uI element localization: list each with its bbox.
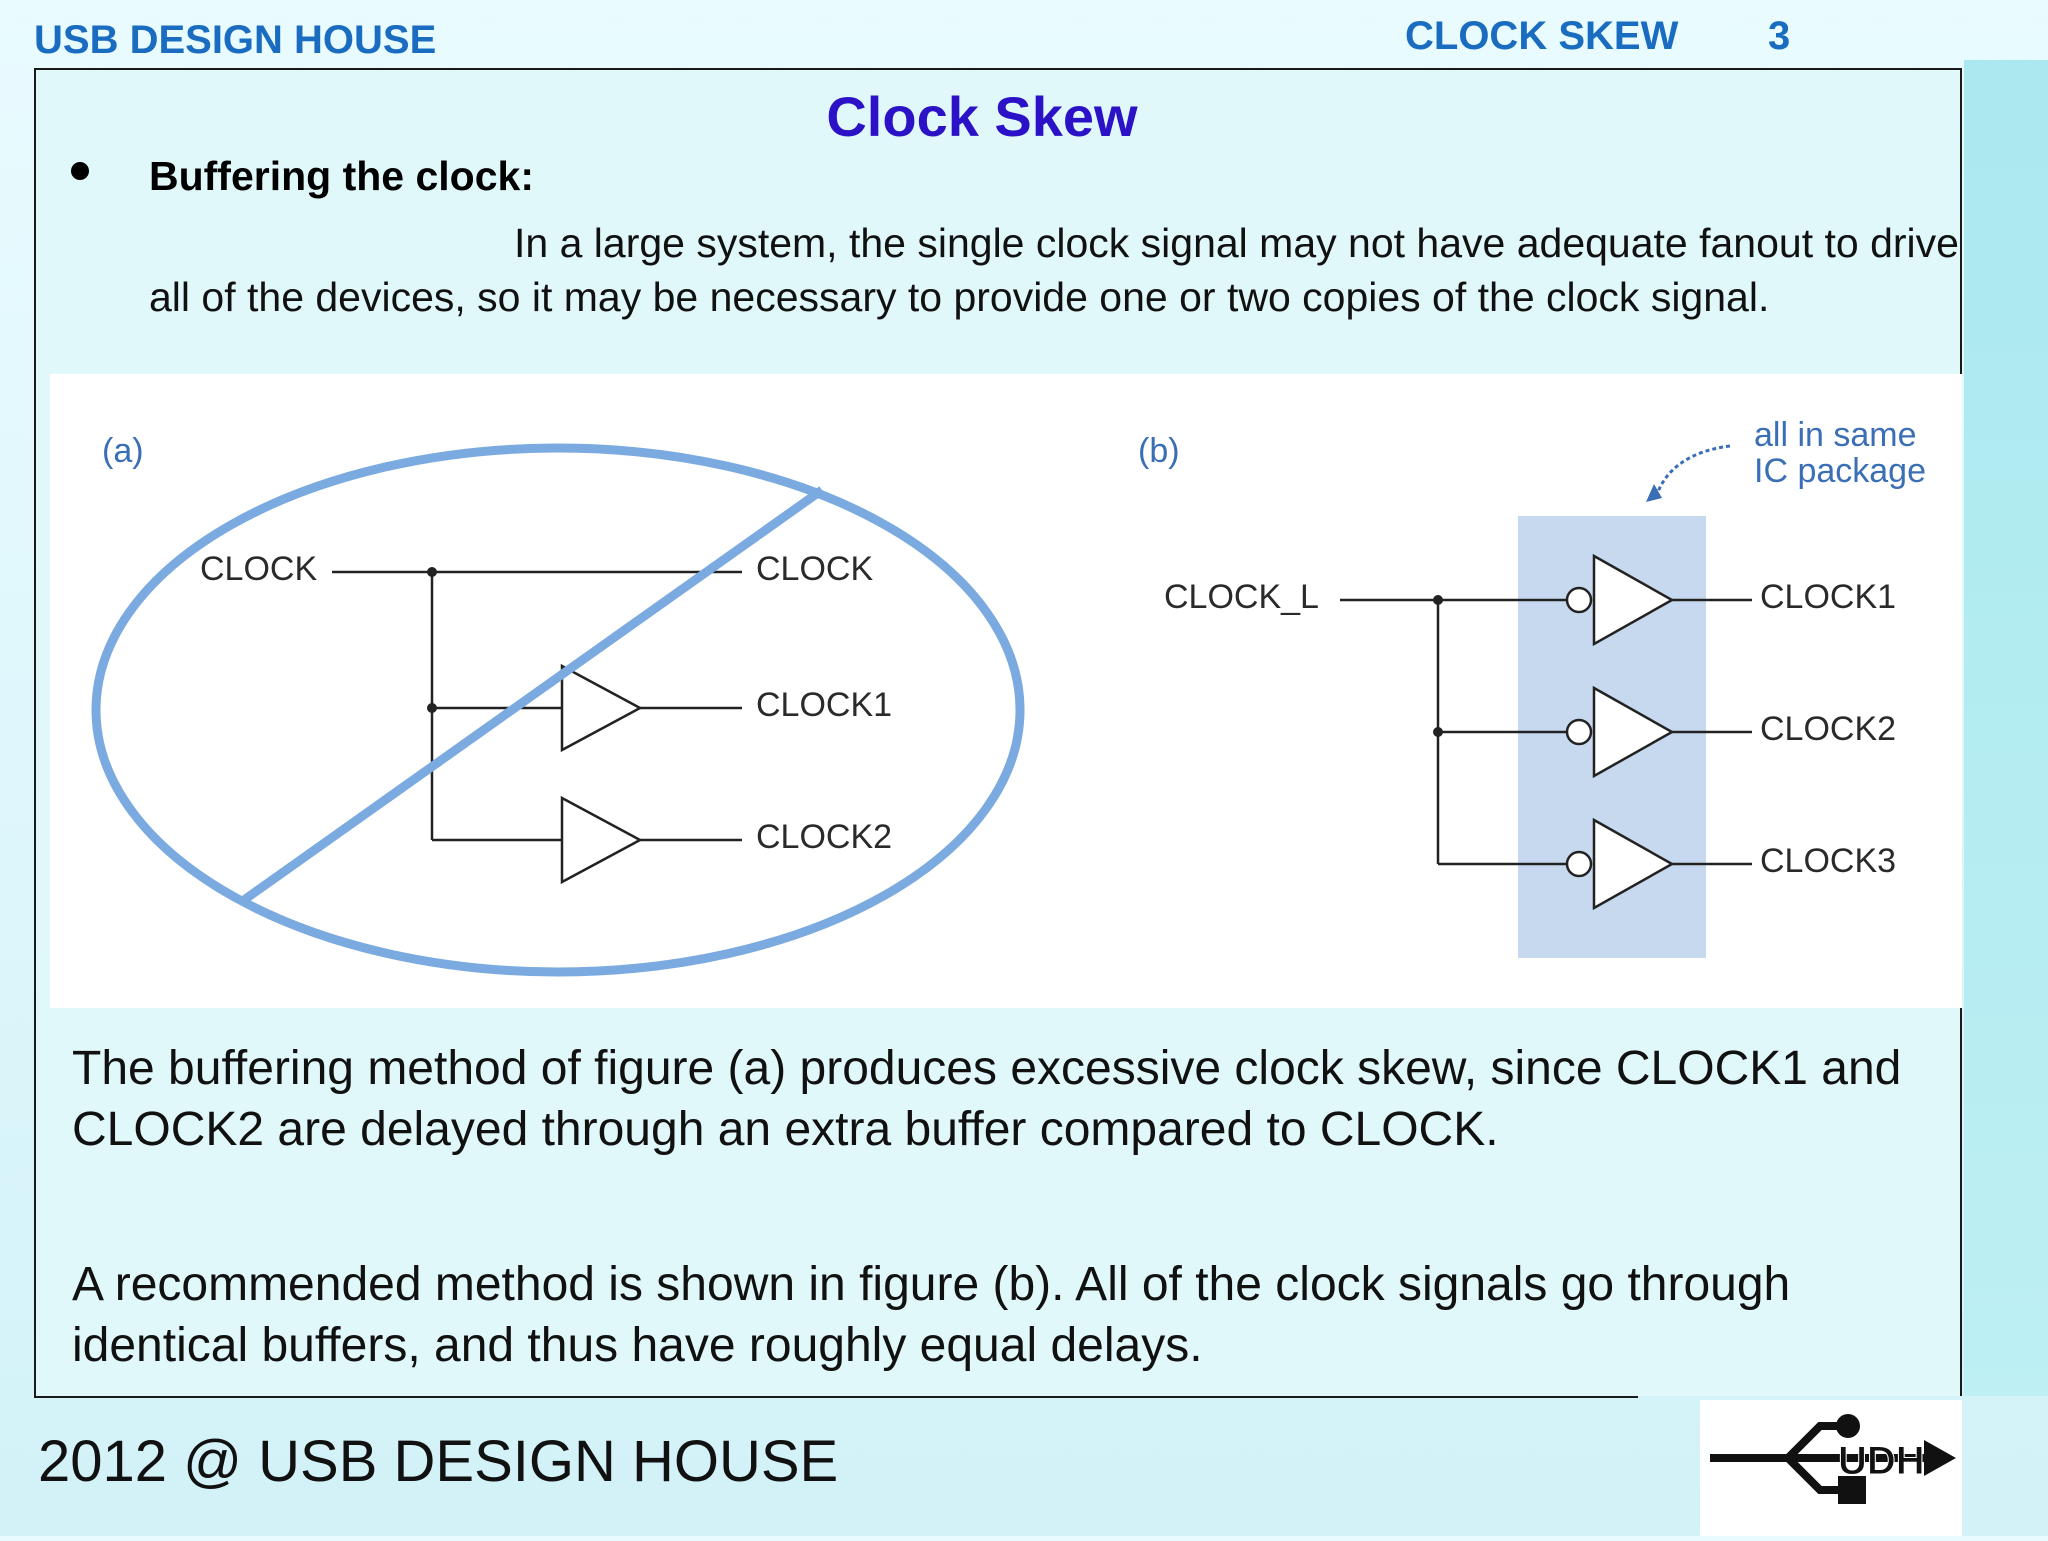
inverting-buffer-icon [1592,685,1675,779]
inversion-bubble-icon [1565,850,1593,878]
inversion-bubble-icon [1565,718,1593,746]
buffer-icon [560,795,643,885]
figure-a-wiring [332,570,742,842]
header-topic: CLOCK SKEW [1405,14,1679,58]
junction-dot [1433,727,1443,737]
prohibition-ellipse [91,443,1025,977]
header-org: USB DESIGN HOUSE [34,18,437,62]
footer-copyright: 2012 @ USB DESIGN HOUSE [38,1429,839,1494]
figure-b-output-clock2: CLOCK2 [1760,710,1896,748]
prohibition-slash [241,486,825,904]
inverting-buffer-icon [1592,817,1675,911]
figure-b: (b) all in same IC package CLOCK_L [1138,416,1926,958]
figure-a-input-label: CLOCK [200,550,317,588]
figure-a-label: (a) [102,432,144,470]
svg-text:UDH: UDH [1838,1439,1925,1483]
clock-buffering-figure: (a) CLOCK CLOCK CLOCK1 CLOCK2 (b) [50,374,1962,1008]
package-note-arrow-icon [1654,444,1731,499]
explanation-figure-b: A recommended method is shown in figure … [72,1258,1791,1372]
usb-design-house-logo-icon: UDH [1700,1400,1962,1536]
page-number: 3 [1768,14,1791,58]
slide-title: Clock Skew [826,85,1138,148]
package-note-line1: all in same [1754,416,1917,454]
intro-paragraph: In a large system, the single clock sign… [149,220,1959,320]
figure-b-input-label: CLOCK_L [1164,578,1319,616]
bullet-heading: Buffering the clock: [149,153,534,199]
figure-a: (a) CLOCK CLOCK CLOCK1 CLOCK2 [91,432,1025,977]
figure-a-output-clock1: CLOCK1 [756,686,892,724]
explanation-figure-a: The buffering method of figure (a) produ… [72,1042,1902,1156]
inverting-buffer-icon [1592,553,1675,647]
junction-dot [427,703,437,713]
figure-b-output-clock3: CLOCK3 [1760,842,1896,880]
package-note-line2: IC package [1754,452,1926,490]
buffer-icon [560,663,643,753]
bottom-divider [34,1396,1638,1398]
arrowhead-icon [1646,484,1662,502]
bullet-icon [71,162,89,180]
right-accent-bar [1964,60,2048,1396]
junction-dot [427,567,437,577]
junction-dot [1433,595,1443,605]
figure-a-output-clock2: CLOCK2 [756,818,892,856]
figure-b-output-clock1: CLOCK1 [1760,578,1896,616]
figure-a-output-clock: CLOCK [756,550,873,588]
figure-b-label: (b) [1138,432,1180,470]
inversion-bubble-icon [1565,586,1593,614]
